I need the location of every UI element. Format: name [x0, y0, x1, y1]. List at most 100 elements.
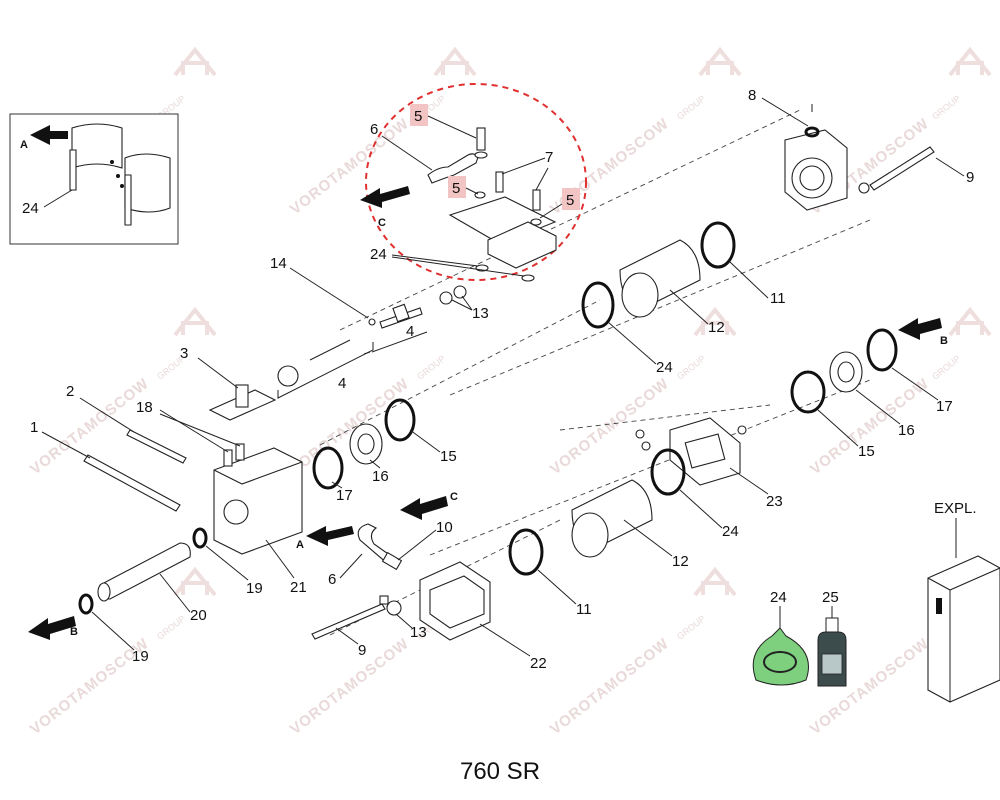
washer-24-detail [521, 274, 535, 282]
watermark-text: VOROTAMOSCOW [287, 635, 412, 738]
watermark-subtext: GROUP [930, 353, 962, 381]
ring-17-right [866, 328, 898, 372]
watermark-text: VOROTAMOSCOW [287, 375, 412, 478]
callout-11-lower: 11 [576, 601, 592, 618]
watermark-logo [433, 46, 477, 77]
o-ring-11-lower [508, 528, 544, 576]
callout-15-right: 15 [858, 443, 875, 460]
callout-5-left: 5 [452, 180, 460, 197]
watermark-logo [693, 566, 737, 597]
inset-screw [110, 160, 114, 164]
callout-6-lower: 6 [328, 571, 336, 588]
screw-5-top [476, 127, 486, 151]
callout-16-right: 16 [898, 422, 915, 439]
watermark-subtext: GROUP [415, 353, 447, 381]
main-body-21: 1 2 18 21 A [30, 383, 354, 596]
callout-15-left: 15 [440, 448, 457, 465]
callout-4-lower: 4 [338, 375, 346, 392]
callout-17-right: 17 [936, 398, 953, 415]
watermark-subtext: GROUP [675, 613, 707, 641]
screw-head [641, 441, 651, 451]
highlight-5-right [562, 188, 580, 210]
motor-end-cap-upper: 8 9 [748, 87, 974, 211]
detail-circle-c: C 5 5 5 6 7 24 [360, 83, 587, 282]
o-ring-11-upper [700, 221, 736, 269]
fitting-10 [381, 551, 403, 571]
callout-7: 7 [545, 149, 553, 166]
callout-25: 25 [822, 589, 839, 606]
callout-8: 8 [748, 87, 756, 104]
watermark-logo [948, 46, 992, 77]
callout-14: 14 [270, 255, 287, 272]
callout-24-upper: 24 [656, 359, 673, 376]
arrow-a-inset [30, 125, 68, 145]
callout-2: 2 [66, 383, 74, 400]
screw-7a [495, 171, 504, 193]
gasket-23: 23 [635, 417, 783, 510]
ring-19-upper [192, 527, 208, 549]
cover-half-right [124, 153, 171, 213]
pipe-6-lower [357, 523, 395, 565]
release-handle-20: 20 19 19 B [28, 527, 263, 665]
callout-19-lower: 19 [132, 648, 149, 665]
callout-12-upper: 12 [708, 319, 725, 336]
o-ring-24-upper [581, 281, 615, 329]
view-tag-c-detail: C [378, 217, 386, 229]
watermark-logo [948, 306, 992, 337]
screw-head [635, 429, 645, 439]
motor-unit-expl: EXPL. [927, 500, 1000, 703]
arrow-c-main [400, 496, 448, 520]
callout-23: 23 [766, 493, 783, 510]
inset-screw [116, 174, 120, 178]
watermark-logo [173, 306, 217, 337]
watermark-logo [698, 46, 742, 77]
motor-end-cap-lower: 6 10 9 13 22 [311, 519, 547, 672]
callout-9-upper: 9 [966, 169, 974, 186]
view-tag-a-main: A [296, 539, 304, 551]
callout-16-left: 16 [372, 468, 389, 485]
callout-6-detail: 6 [370, 121, 378, 138]
washer-5-top [474, 151, 488, 159]
pin-13 [439, 291, 453, 305]
shaft-assembly: 14 13 4 [270, 255, 489, 355]
rod-2 [126, 429, 187, 464]
ring-15-left [384, 398, 416, 442]
callout-24-inset: 24 [22, 200, 39, 217]
callout-4-upper: 4 [406, 323, 414, 340]
callout-18: 18 [136, 399, 153, 416]
highlight-5-top [410, 104, 428, 126]
seal-kit-24: 24 [752, 589, 809, 686]
ring-17-left [312, 446, 344, 490]
callout-12-lower: 12 [672, 553, 689, 570]
washer-5-right [530, 218, 542, 226]
watermark-subtext: GROUP [155, 613, 187, 641]
callout-13-lower: 13 [410, 624, 427, 641]
cover-half-right-leg [124, 174, 132, 226]
callout-17-left: 17 [336, 487, 353, 504]
tie-rod-9-upper [869, 146, 935, 191]
ring-19-lower [78, 593, 94, 615]
highlight-5-left [448, 176, 466, 198]
valve-assembly: 3 4 [180, 339, 374, 421]
screw-head [737, 425, 747, 435]
ring-15-right [790, 370, 826, 414]
mounting-bracket [487, 221, 557, 269]
callout-3: 3 [180, 345, 188, 362]
watermark-logo [173, 566, 217, 597]
watermark-text: VOROTAMOSCOW [547, 635, 672, 738]
inset-screw [120, 184, 124, 188]
rod-1 [83, 454, 181, 512]
model-title: 760 SR [459, 758, 541, 785]
watermark-logo [693, 306, 737, 337]
callout-24-kit: 24 [770, 589, 787, 606]
gear-wheel [277, 365, 299, 387]
pin-13 [453, 285, 467, 299]
callout-11-upper: 11 [770, 290, 786, 307]
cylinder-upper: 11 12 24 [581, 221, 786, 376]
cover-half-left-leg [69, 149, 77, 191]
callout-1: 1 [30, 419, 38, 436]
o-ring-24-lower [650, 448, 686, 496]
view-tag-c-main: C [450, 491, 458, 503]
cylinder-lower: 24 12 11 [508, 448, 739, 618]
